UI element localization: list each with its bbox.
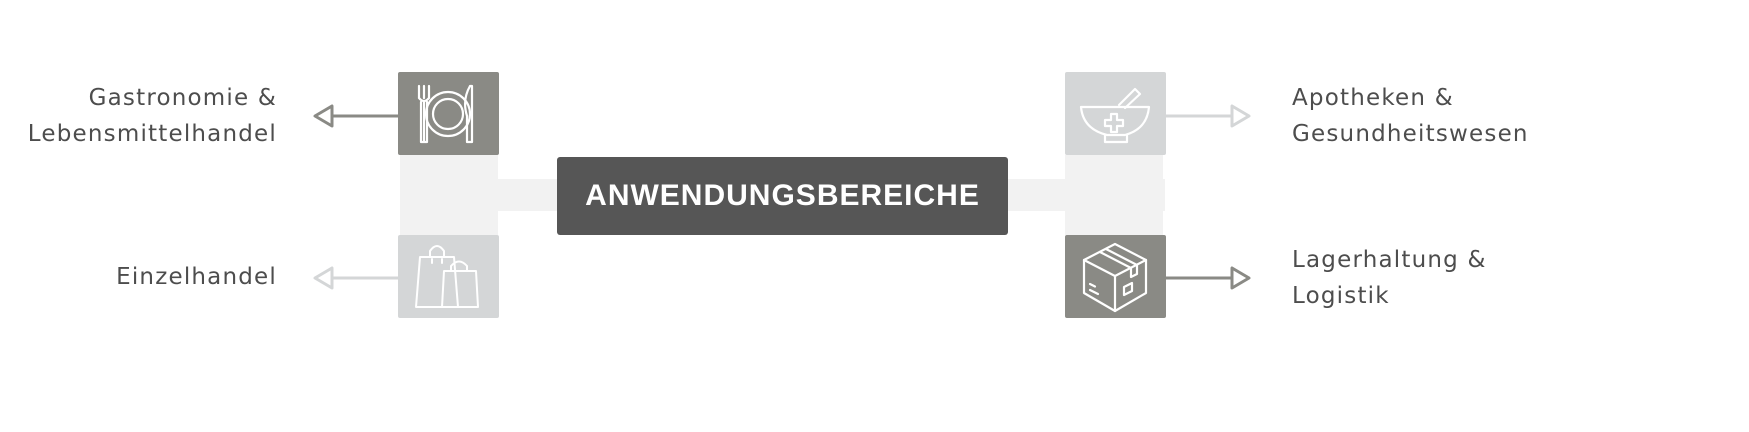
label-gastronomie-line1: Gastronomie & bbox=[88, 85, 277, 111]
label-apotheken: Apotheken & Gesundheitswesen bbox=[1292, 80, 1529, 152]
tile-lagerhaltung bbox=[1065, 235, 1166, 318]
tile-einzelhandel bbox=[398, 235, 499, 318]
connector-right-vertical bbox=[1065, 155, 1163, 235]
label-gastronomie: Gastronomie & Lebensmittelhandel bbox=[28, 80, 277, 152]
tile-gastronomie bbox=[398, 72, 499, 155]
arrow-left-gastronomie bbox=[313, 104, 398, 128]
arrow-right-apotheken bbox=[1166, 104, 1251, 128]
connector-left-vertical bbox=[400, 155, 498, 235]
label-einzelhandel-line1: Einzelhandel bbox=[116, 264, 277, 290]
label-lagerhaltung-line1: Lagerhaltung & bbox=[1292, 247, 1487, 273]
label-gastronomie-line2: Lebensmittelhandel bbox=[27, 121, 277, 147]
arrow-right-lagerhaltung bbox=[1166, 266, 1251, 290]
label-lagerhaltung: Lagerhaltung & Logistik bbox=[1292, 242, 1487, 314]
label-apotheken-line2: Gesundheitswesen bbox=[1292, 121, 1529, 147]
shopping-bags-icon bbox=[415, 245, 479, 308]
mortar-pestle-icon bbox=[1079, 87, 1151, 144]
center-title: ANWENDUNGSBEREICHE bbox=[585, 179, 980, 212]
tile-apotheken bbox=[1065, 72, 1166, 155]
label-apotheken-line1: Apotheken & bbox=[1292, 85, 1454, 111]
plate-cutlery-icon bbox=[417, 84, 474, 144]
arrow-left-einzelhandel bbox=[313, 266, 398, 290]
center-title-box: ANWENDUNGSBEREICHE bbox=[557, 157, 1008, 235]
package-box-icon bbox=[1082, 242, 1148, 313]
label-lagerhaltung-line2: Logistik bbox=[1292, 283, 1390, 309]
label-einzelhandel: Einzelhandel bbox=[116, 259, 277, 295]
